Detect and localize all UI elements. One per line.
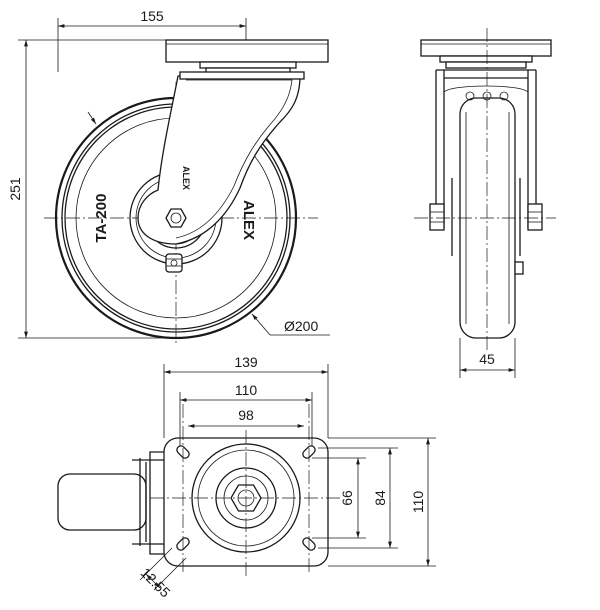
dimension-label-66: 66 — [339, 490, 355, 506]
brand-embossing: ALEX — [240, 200, 257, 240]
front-view-plate — [420, 39, 552, 57]
swivel-fork — [137, 75, 301, 273]
front-view: 45 — [414, 28, 556, 378]
side-view: TA-200 ALEX ALEX 155 251 Ø200 — [7, 8, 330, 345]
dimension-label-110-horizontal: 110 — [235, 382, 258, 398]
wheel-model-embossing: TA-200 — [93, 194, 110, 243]
dimension-line-12-55 — [145, 573, 161, 589]
plan-view-wheel — [57, 473, 147, 531]
grease-nipple-icon — [165, 253, 183, 273]
front-view-axle-nut-left — [429, 203, 445, 231]
dimension-label-diameter: Ø200 — [284, 318, 318, 334]
diameter-leader-line — [251, 313, 271, 336]
axle-bolt-icon — [165, 208, 187, 228]
dimension-label-251: 251 — [7, 177, 23, 201]
dimension-label-110-vertical: 110 — [410, 491, 426, 514]
plan-view: 139 110 98 66 84 110 12.55 — [57, 354, 436, 601]
dimension-label-139: 139 — [234, 354, 258, 370]
brand-embossing-small: ALEX — [181, 166, 191, 190]
top-mounting-plate — [165, 39, 329, 80]
tire-leader-line — [87, 111, 97, 125]
dimension-label-45: 45 — [479, 351, 495, 367]
dimension-label-12-55: 12.55 — [137, 564, 173, 600]
dimension-label-98: 98 — [238, 407, 254, 423]
front-view-axle-nut-right — [527, 203, 543, 231]
dimension-label-84: 84 — [372, 490, 388, 506]
dimension-label-155: 155 — [140, 8, 164, 24]
